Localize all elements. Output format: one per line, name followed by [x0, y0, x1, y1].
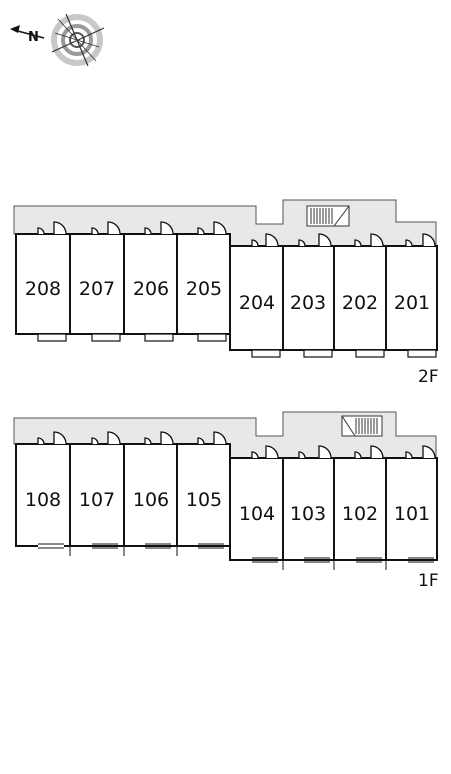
- door-icons-2f: [37, 221, 436, 247]
- room-number: 205: [186, 278, 222, 300]
- room-208[interactable]: 208: [15, 233, 71, 335]
- room-number: 108: [25, 489, 61, 511]
- room-106[interactable]: 106: [123, 443, 178, 547]
- room-108[interactable]: 108: [15, 443, 71, 547]
- room-number: 102: [342, 503, 378, 525]
- room-207[interactable]: 207: [69, 233, 125, 335]
- room-number: 201: [394, 292, 430, 314]
- floor-label-2f: 2F: [418, 367, 439, 387]
- windows-1f: [38, 543, 434, 570]
- floor-2f: 208 207 206 205 204 203 202 201: [13, 199, 439, 387]
- room-number: 208: [25, 278, 61, 300]
- room-number: 103: [290, 503, 326, 525]
- room-number: 107: [79, 489, 115, 511]
- room-107[interactable]: 107: [69, 443, 125, 547]
- room-101[interactable]: 101: [385, 457, 438, 561]
- room-206[interactable]: 206: [123, 233, 178, 335]
- room-103[interactable]: 103: [282, 457, 335, 561]
- room-102[interactable]: 102: [333, 457, 387, 561]
- compass-rose-icon: N: [10, 13, 105, 67]
- room-105[interactable]: 105: [176, 443, 231, 547]
- room-number: 203: [290, 292, 326, 314]
- staircase-2f: [306, 205, 350, 227]
- room-205[interactable]: 205: [176, 233, 231, 335]
- room-number: 105: [186, 489, 222, 511]
- staircase-steps-1f: [341, 415, 378, 437]
- balconies-2f: [37, 333, 437, 358]
- room-number: 104: [239, 503, 275, 525]
- room-201[interactable]: 201: [385, 245, 438, 351]
- staircase-steps-2f: [310, 205, 350, 227]
- room-number: 204: [239, 292, 275, 314]
- room-number: 206: [133, 278, 169, 300]
- room-202[interactable]: 202: [333, 245, 387, 351]
- room-number: 106: [133, 489, 169, 511]
- floor-1f: 108 107 106 105 104 103 102 101: [13, 411, 439, 591]
- room-204[interactable]: 204: [229, 245, 284, 351]
- room-number: 101: [394, 503, 430, 525]
- floor-label-1f: 1F: [418, 571, 439, 591]
- room-104[interactable]: 104: [229, 457, 284, 561]
- room-203[interactable]: 203: [282, 245, 335, 351]
- room-number: 207: [79, 278, 115, 300]
- room-number: 202: [342, 292, 378, 314]
- north-letter: N: [28, 30, 39, 45]
- door-icons-1f: [37, 431, 436, 459]
